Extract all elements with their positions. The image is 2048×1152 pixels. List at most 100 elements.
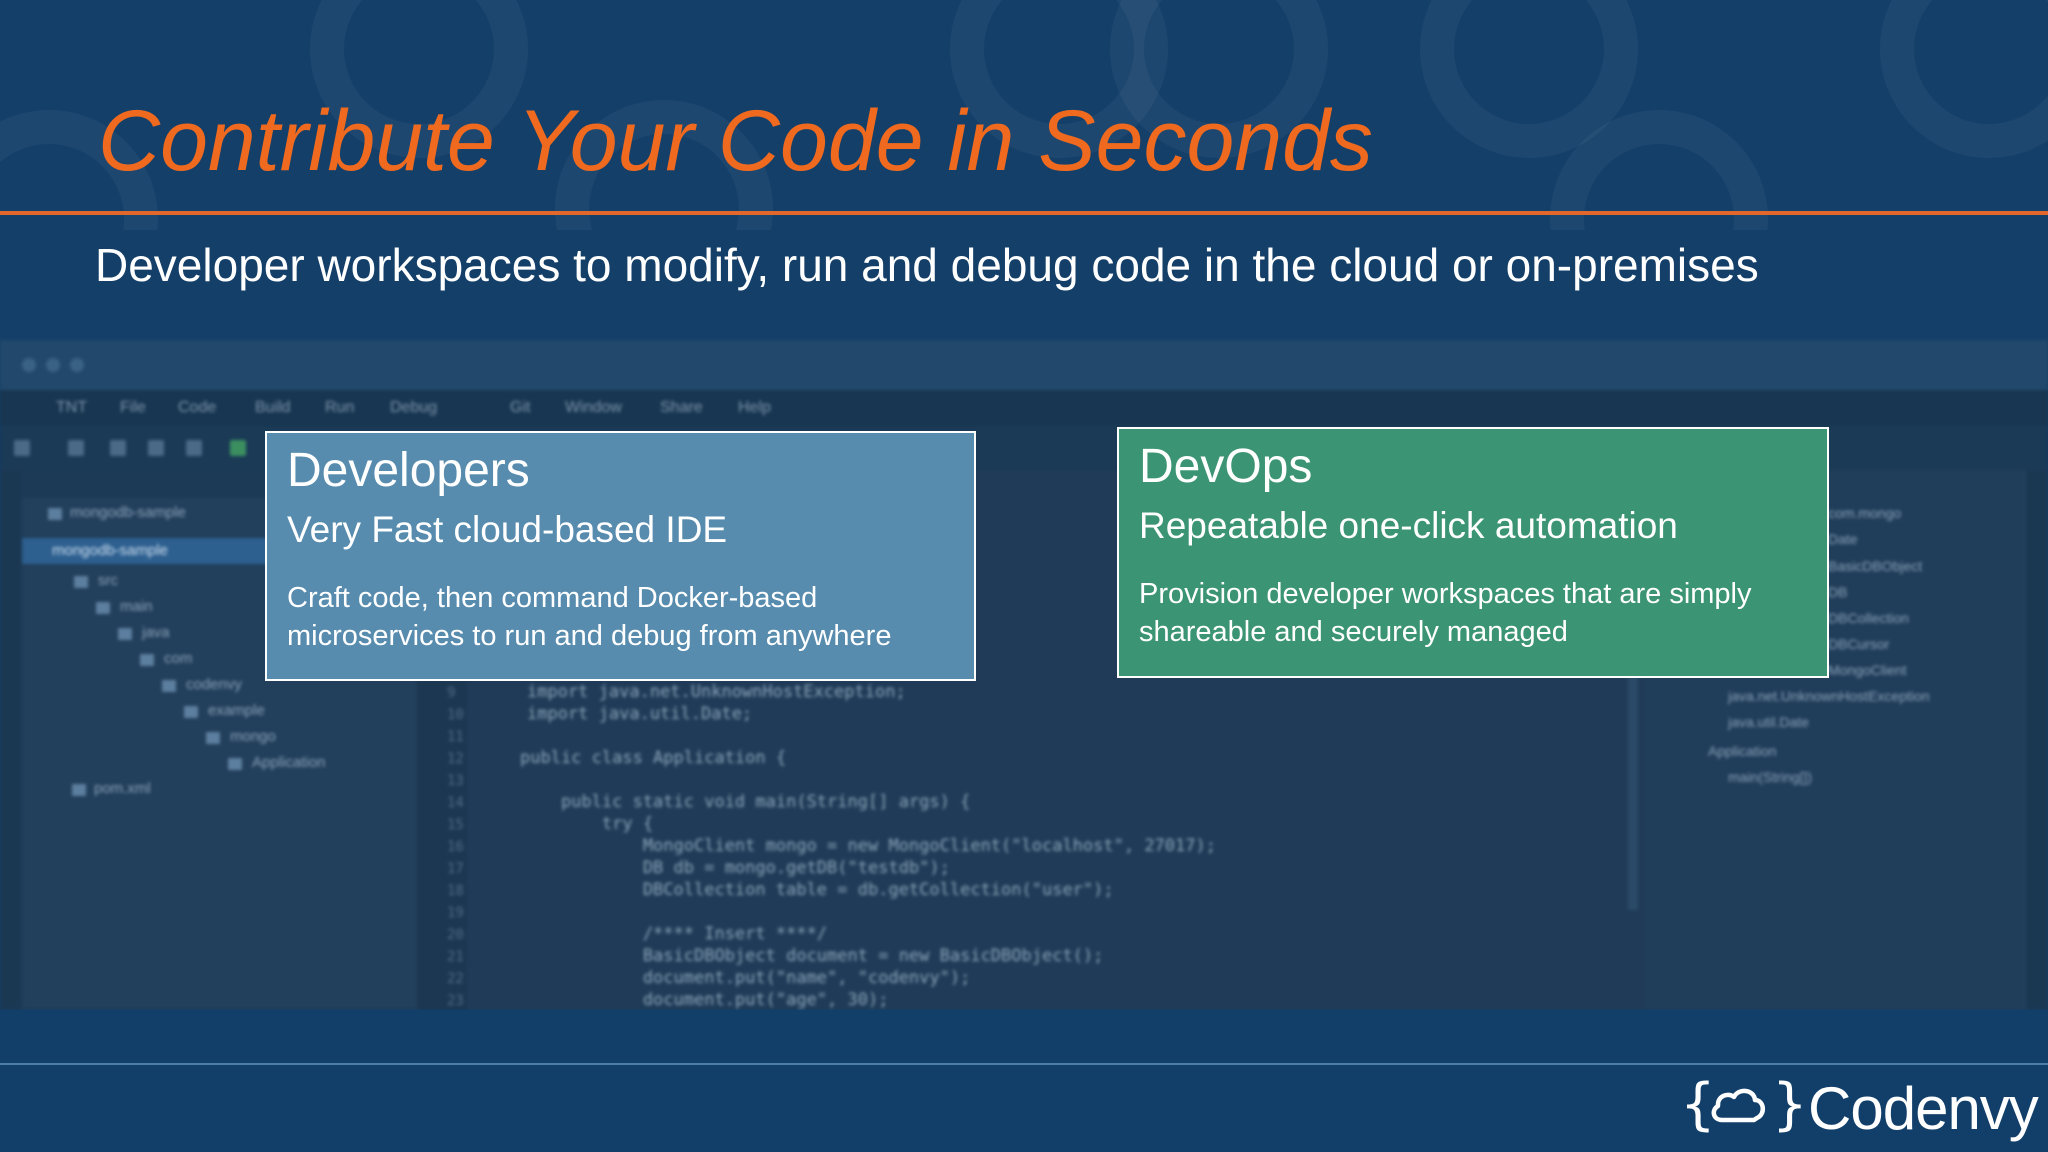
folder-icon [14,440,30,456]
folder-icon [74,576,88,588]
line-number: 11 [447,729,464,745]
window-dot-icon [46,358,60,372]
folder-icon [118,628,132,640]
line-number: 14 [447,795,464,811]
line-number: 9 [447,685,456,701]
code-line: try { [520,814,654,834]
tree-item: pom.xml [94,780,151,797]
developers-card: Developers Very Fast cloud-based IDE Cra… [265,431,976,681]
tree-item: example [208,702,265,719]
card-subtitle: Repeatable one-click automation [1139,505,1678,546]
line-number: 19 [447,905,464,921]
title-divider [0,211,2048,215]
project-icon [48,508,62,520]
line-number: 23 [447,993,464,1009]
folder-icon [162,680,176,692]
card-description-line: Provision developer workspaces that are … [1139,578,1752,610]
line-number: 12 [447,751,464,767]
menu-item: Help [738,399,771,416]
line-number: 16 [447,839,464,855]
outline-item: BasicDBObject [1828,558,1923,574]
outline-item: MongoClient [1828,662,1907,678]
outline-item: DBCollection [1828,610,1909,626]
menu-item: Build [255,399,291,416]
menu-item: Window [565,399,622,416]
outline-item: Application [1708,743,1777,759]
folder-icon [96,602,110,614]
menu-item: Run [325,399,355,416]
editor-scrollbar [1628,490,1638,910]
folder-icon [184,706,198,718]
code-line: public class Application { [520,748,787,768]
menu-item: Code [178,399,217,416]
tree-item: java [142,624,170,641]
folder-icon [140,654,154,666]
outline-item: main(String[]) [1728,769,1813,785]
card-description-line: Craft code, then command Docker-based [287,582,818,614]
xml-file-icon [72,784,86,796]
tree-item: Application [252,754,326,771]
tree-item: mongodb-sample [70,504,186,521]
outline-item: DB [1828,584,1848,600]
code-line: public static void main(String[] args) { [520,792,971,812]
window-dot-icon [22,358,36,372]
menu-item: TNT [56,399,88,416]
tree-item: mongodb-sample [52,542,168,559]
card-description: Craft code, then command Docker-based mi… [287,579,891,655]
outline-item: Date [1828,531,1858,547]
code-line: document.put("age", 30); [520,990,889,1010]
ide-left-rail [0,470,23,1010]
line-number: 15 [447,817,464,833]
logo-brace-open: { [1680,1072,1716,1137]
tree-item: codenvy [186,676,242,693]
delete-icon [148,440,164,456]
outline-item: com.mongo [1828,505,1902,521]
window-dot-icon [70,358,84,372]
slide-subtitle: Developer workspaces to modify, run and … [95,239,1759,291]
line-number: 20 [447,927,464,943]
ide-right-rail [2024,470,2048,1010]
code-line: MongoClient mongo = new MongoClient("loc… [520,836,1216,856]
card-title: DevOps [1139,440,1313,493]
outline-item: java.net.UnknownHostException [1728,688,1930,704]
line-number: 22 [447,971,464,987]
cloud-icon [1711,1088,1765,1123]
folder-icon [206,732,220,744]
logo-brace-close: } [1772,1072,1808,1137]
slide-title: Contribute Your Code in Seconds [98,93,1373,189]
code-line: DB db = mongo.getDB("testdb"); [520,858,950,878]
tree-item: main [120,598,153,615]
line-number: 10 [447,707,464,723]
copy-icon [110,440,126,456]
menu-item: Debug [390,399,438,416]
footer-band [0,1010,2048,1152]
logo-wordmark: Codenvy [1808,1075,2039,1142]
footer-divider [0,1063,2048,1065]
tree-item: com [164,650,193,667]
code-line: import java.util.Date; [527,704,753,724]
tree-item: src [98,572,118,589]
card-description-line: shareable and securely managed [1139,616,1568,648]
menu-item: Share [660,399,703,416]
card-description: Provision developer workspaces that are … [1139,575,1752,651]
code-line: /**** Insert ****/ [520,924,828,944]
ide-menubar [0,390,2048,426]
line-number: 21 [447,949,464,965]
outline-item: DBCursor [1828,636,1890,652]
code-line: import java.net.UnknownHostException; [527,682,906,702]
cloud-icon [186,440,202,456]
ide-window-chrome [0,340,2048,390]
card-description-line: microservices to run and debug from anyw… [287,620,892,652]
card-title: Developers [287,444,530,497]
line-number: 13 [447,773,464,789]
menu-item: Git [510,399,531,416]
line-number: 17 [447,861,464,877]
card-subtitle: Very Fast cloud-based IDE [287,509,728,550]
java-file-icon [228,758,242,770]
code-line: DBCollection table = db.getCollection("u… [520,880,1114,900]
devops-card: DevOps Repeatable one-click automation P… [1117,427,1829,678]
outline-item: java.util.Date [1728,714,1809,730]
code-line: BasicDBObject document = new BasicDBObje… [520,946,1104,966]
line-number: 18 [447,883,464,899]
